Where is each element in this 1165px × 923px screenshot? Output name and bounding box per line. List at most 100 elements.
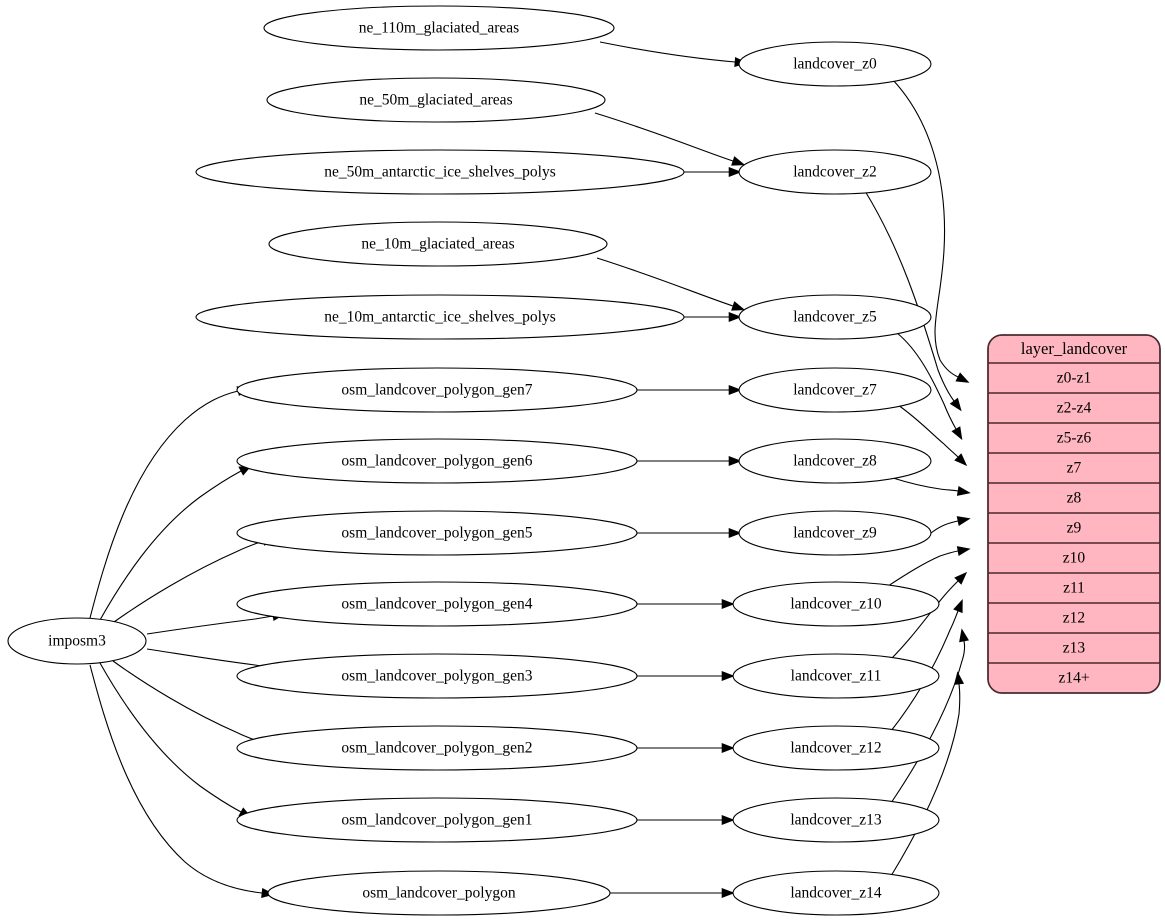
edge-line: [890, 610, 959, 732]
table-row-label: z12: [1063, 610, 1085, 627]
edge: [637, 598, 735, 610]
edge-arrowhead: [959, 628, 970, 643]
node-landcover_z2[interactable]: landcover_z2: [738, 149, 932, 195]
node-landcover_z8[interactable]: landcover_z8: [738, 438, 932, 484]
node-landcover_z14[interactable]: landcover_z14: [732, 870, 940, 916]
table-row-label: z7: [1067, 460, 1082, 477]
node-shape: [732, 581, 940, 627]
node-shape: [732, 870, 940, 916]
node-label: ne_10m_antarctic_ice_shelves_polys: [324, 309, 556, 326]
node-label: landcover_z2: [793, 164, 877, 181]
node-shape: [738, 510, 932, 556]
node-label: landcover_z12: [790, 740, 881, 757]
node-ne_10m_glaciated_areas[interactable]: ne_10m_glaciated_areas: [268, 221, 608, 267]
node-osm_landcover_polygon_gen5[interactable]: osm_landcover_polygon_gen5: [236, 510, 638, 556]
edge: [890, 571, 968, 660]
node-label: landcover_z0: [793, 56, 877, 73]
edge: [596, 257, 746, 311]
table-outline: [987, 334, 1161, 694]
node-label: landcover_z5: [793, 309, 877, 326]
node-label: osm_landcover_polygon: [362, 885, 516, 902]
node-landcover_z11[interactable]: landcover_z11: [732, 653, 940, 699]
edge-line: [146, 615, 274, 635]
edge-arrowhead: [728, 527, 742, 539]
node-shape: [268, 221, 608, 267]
edge: [864, 190, 962, 412]
node-osm_landcover_polygon_gen6[interactable]: osm_landcover_polygon_gen6: [236, 438, 638, 484]
edge-arrowhead: [956, 546, 971, 557]
edge-arrowhead: [956, 516, 971, 526]
edge-line: [113, 540, 264, 623]
edge: [599, 41, 748, 67]
node-shape: [732, 653, 940, 699]
edge: [89, 386, 251, 619]
edge: [637, 384, 742, 396]
edge-arrowhead: [728, 166, 742, 178]
nodes-layer: ne_110m_glaciated_areas landcover_z0 ne_50…: [7, 5, 940, 916]
node-shape: [738, 294, 932, 340]
node-ne_50m_glaciated_areas[interactable]: ne_50m_glaciated_areas: [266, 77, 606, 123]
node-shape: [236, 725, 638, 771]
node-label: osm_landcover_polygon_gen1: [341, 812, 532, 829]
node-ne_50m_antarctic_ice_shelves_polys[interactable]: ne_50m_antarctic_ice_shelves_polys: [195, 149, 685, 195]
node-shape: [738, 367, 932, 413]
node-landcover_z10[interactable]: landcover_z10: [732, 581, 940, 627]
table-row-label: z8: [1067, 490, 1082, 507]
node-label: landcover_z9: [793, 525, 877, 542]
node-shape: [195, 294, 685, 340]
node-shape: [267, 870, 611, 916]
node-osm_landcover_polygon_gen4[interactable]: osm_landcover_polygon_gen4: [236, 581, 638, 627]
node-shape: [236, 367, 638, 413]
node-osm_landcover_polygon[interactable]: osm_landcover_polygon: [267, 870, 611, 916]
edge: [890, 671, 965, 877]
node-shape: [738, 438, 932, 484]
edge-line: [599, 41, 736, 63]
edge: [610, 887, 735, 899]
node-landcover_z5[interactable]: landcover_z5: [738, 294, 932, 340]
edge-arrowhead: [949, 397, 962, 412]
edge-line: [896, 332, 957, 430]
node-label: landcover_z11: [791, 668, 882, 685]
edge: [890, 599, 963, 732]
node-label: imposm3: [48, 633, 106, 650]
edge: [637, 455, 742, 467]
node-label: ne_110m_glaciated_areas: [359, 20, 519, 37]
edge-line: [99, 470, 242, 621]
node-osm_landcover_polygon_gen7[interactable]: osm_landcover_polygon_gen7: [236, 367, 638, 413]
node-landcover_z9[interactable]: landcover_z9: [738, 510, 932, 556]
edge-line: [99, 662, 242, 813]
node-osm_landcover_polygon_gen1[interactable]: osm_landcover_polygon_gen1: [236, 797, 638, 843]
node-osm_landcover_polygon_gen3[interactable]: osm_landcover_polygon_gen3: [236, 653, 638, 699]
node-landcover_z7[interactable]: landcover_z7: [738, 367, 932, 413]
edge-line: [930, 520, 959, 534]
edge-line: [89, 664, 263, 894]
node-osm_landcover_polygon_gen2[interactable]: osm_landcover_polygon_gen2: [236, 725, 638, 771]
edge: [89, 664, 275, 898]
edge: [594, 112, 746, 166]
node-ne_110m_glaciated_areas[interactable]: ne_110m_glaciated_areas: [263, 5, 615, 51]
table-layer_landcover[interactable]: layer_landcoverz0-z1z2-z4z5-z6z7z8z9z10z…: [987, 334, 1161, 694]
node-label: osm_landcover_polygon_gen5: [341, 525, 532, 542]
node-landcover_z13[interactable]: landcover_z13: [732, 797, 940, 843]
node-shape: [266, 77, 606, 123]
edge-line: [89, 390, 239, 619]
table-row-label: z9: [1067, 520, 1082, 537]
node-label: landcover_z13: [790, 812, 881, 829]
node-ne_10m_antarctic_ice_shelves_polys[interactable]: ne_10m_antarctic_ice_shelves_polys: [195, 294, 685, 340]
node-label: osm_landcover_polygon_gen4: [341, 596, 532, 613]
edge-arrowhead: [721, 742, 735, 754]
table-row-label: z11: [1063, 580, 1085, 597]
node-landcover_z12[interactable]: landcover_z12: [732, 725, 940, 771]
edge-line: [890, 580, 959, 660]
edge-line: [594, 112, 734, 162]
edge-line: [146, 648, 274, 669]
node-shape: [738, 41, 932, 87]
node-imposm3[interactable]: imposm3: [7, 617, 147, 665]
edge-arrowhead: [951, 426, 963, 441]
node-landcover_z0[interactable]: landcover_z0: [738, 41, 932, 87]
edge: [892, 79, 970, 383]
node-label: osm_landcover_polygon_gen2: [341, 740, 532, 757]
edge: [892, 477, 971, 496]
table-layer: layer_landcoverz0-z1z2-z4z5-z6z7z8z9z10z…: [987, 334, 1161, 694]
